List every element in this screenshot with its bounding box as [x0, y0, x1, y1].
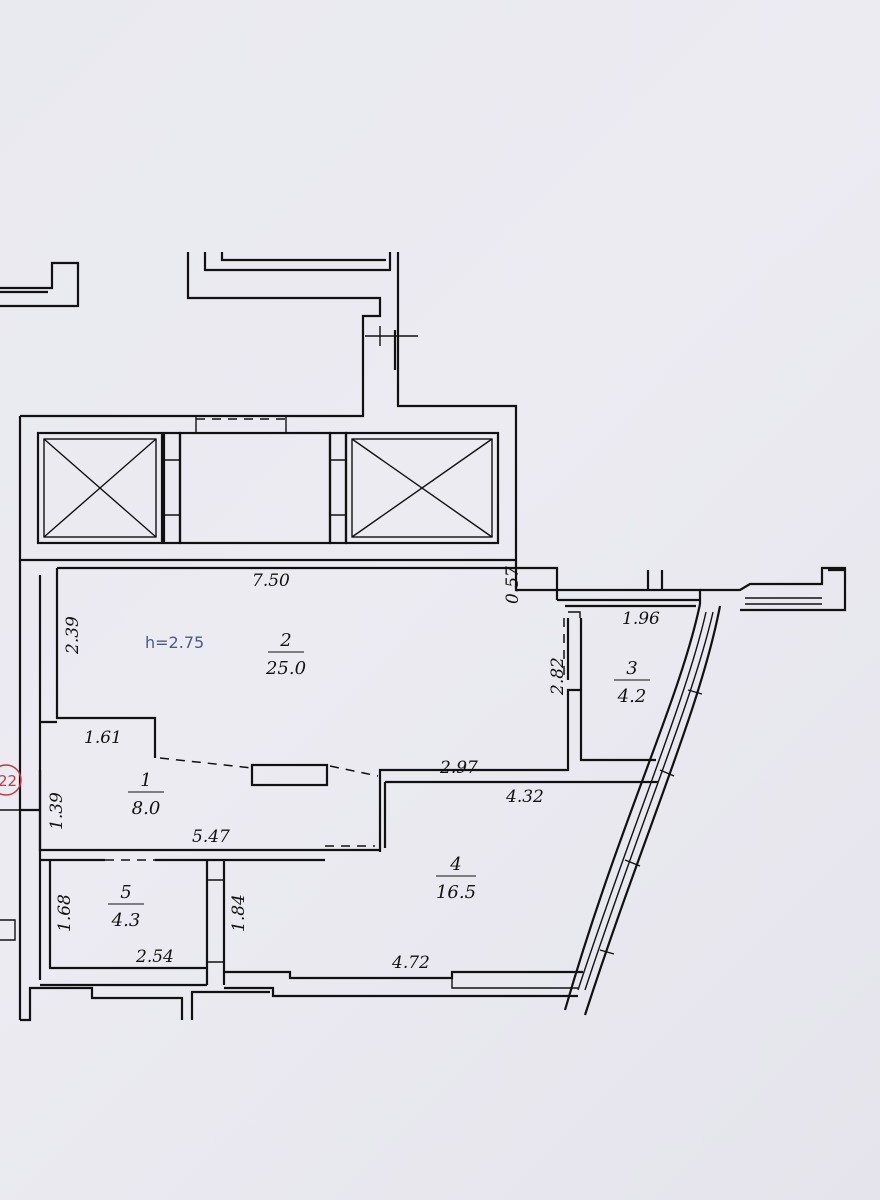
dim-hall-top: 7.50: [252, 571, 290, 591]
room-number: 4: [449, 854, 461, 875]
room-number: 5: [120, 882, 131, 903]
curved-facade: [563, 603, 722, 1016]
dim-wc-right: 1.84: [229, 894, 249, 932]
dim-bedroom-top-b: 4.32: [505, 787, 544, 807]
cross-mark-icon: [43, 438, 157, 538]
dim-wc-bottom: 2.54: [135, 947, 174, 967]
dim-bedroom-top-a: 2.97: [439, 758, 478, 778]
room-4-label: 4 16.5: [436, 854, 476, 903]
room-1-label: 1 8.0: [128, 770, 164, 819]
dim-wc-left: 1.68: [55, 894, 75, 932]
room-number: 3: [626, 658, 637, 679]
room-5-label: 5 4.3: [108, 882, 144, 931]
upper-walls: [0, 252, 518, 418]
room-area: 25.0: [265, 658, 306, 679]
shaft-left: [36, 431, 164, 545]
dim-corridor: 5.47: [192, 827, 230, 847]
room-area: 4.2: [617, 686, 647, 707]
apartment-walls: [18, 560, 847, 1020]
dimension-labels: 7.50 2.39 0.57 1.96 2.82 1.61 1.39 2.97 …: [47, 566, 660, 973]
dim-notch: 0.57: [503, 566, 523, 604]
ceiling-height: h=2.75: [145, 633, 204, 652]
dim-bath-top: 1.96: [622, 609, 660, 629]
entry-details: [0, 757, 379, 941]
room-area: 8.0: [132, 798, 161, 819]
dim-bath-side: 2.82: [548, 657, 568, 696]
room-area: 16.5: [436, 882, 476, 903]
dim-bedroom-bottom: 4.72: [391, 953, 430, 973]
axis-marker-circle: [0, 764, 22, 796]
dim-hall-left: 2.39: [63, 616, 83, 655]
room-number: 1: [140, 770, 151, 791]
dim-entry-left: 1.39: [47, 792, 67, 830]
heater-icon: [250, 763, 329, 787]
room-area: 4.3: [111, 910, 141, 931]
room-2-label: h=2.75 2 25.0: [145, 630, 306, 679]
shaft-right: [344, 431, 500, 545]
dim-entry-top: 1.61: [84, 728, 122, 748]
room-3-label: 3 4.2: [614, 658, 650, 707]
cross-mark-icon: [351, 438, 493, 538]
partitions: [20, 618, 658, 1022]
shaft-block: [18, 416, 530, 592]
axis-marker-label: 22: [0, 772, 17, 790]
room-number: 2: [279, 630, 291, 651]
